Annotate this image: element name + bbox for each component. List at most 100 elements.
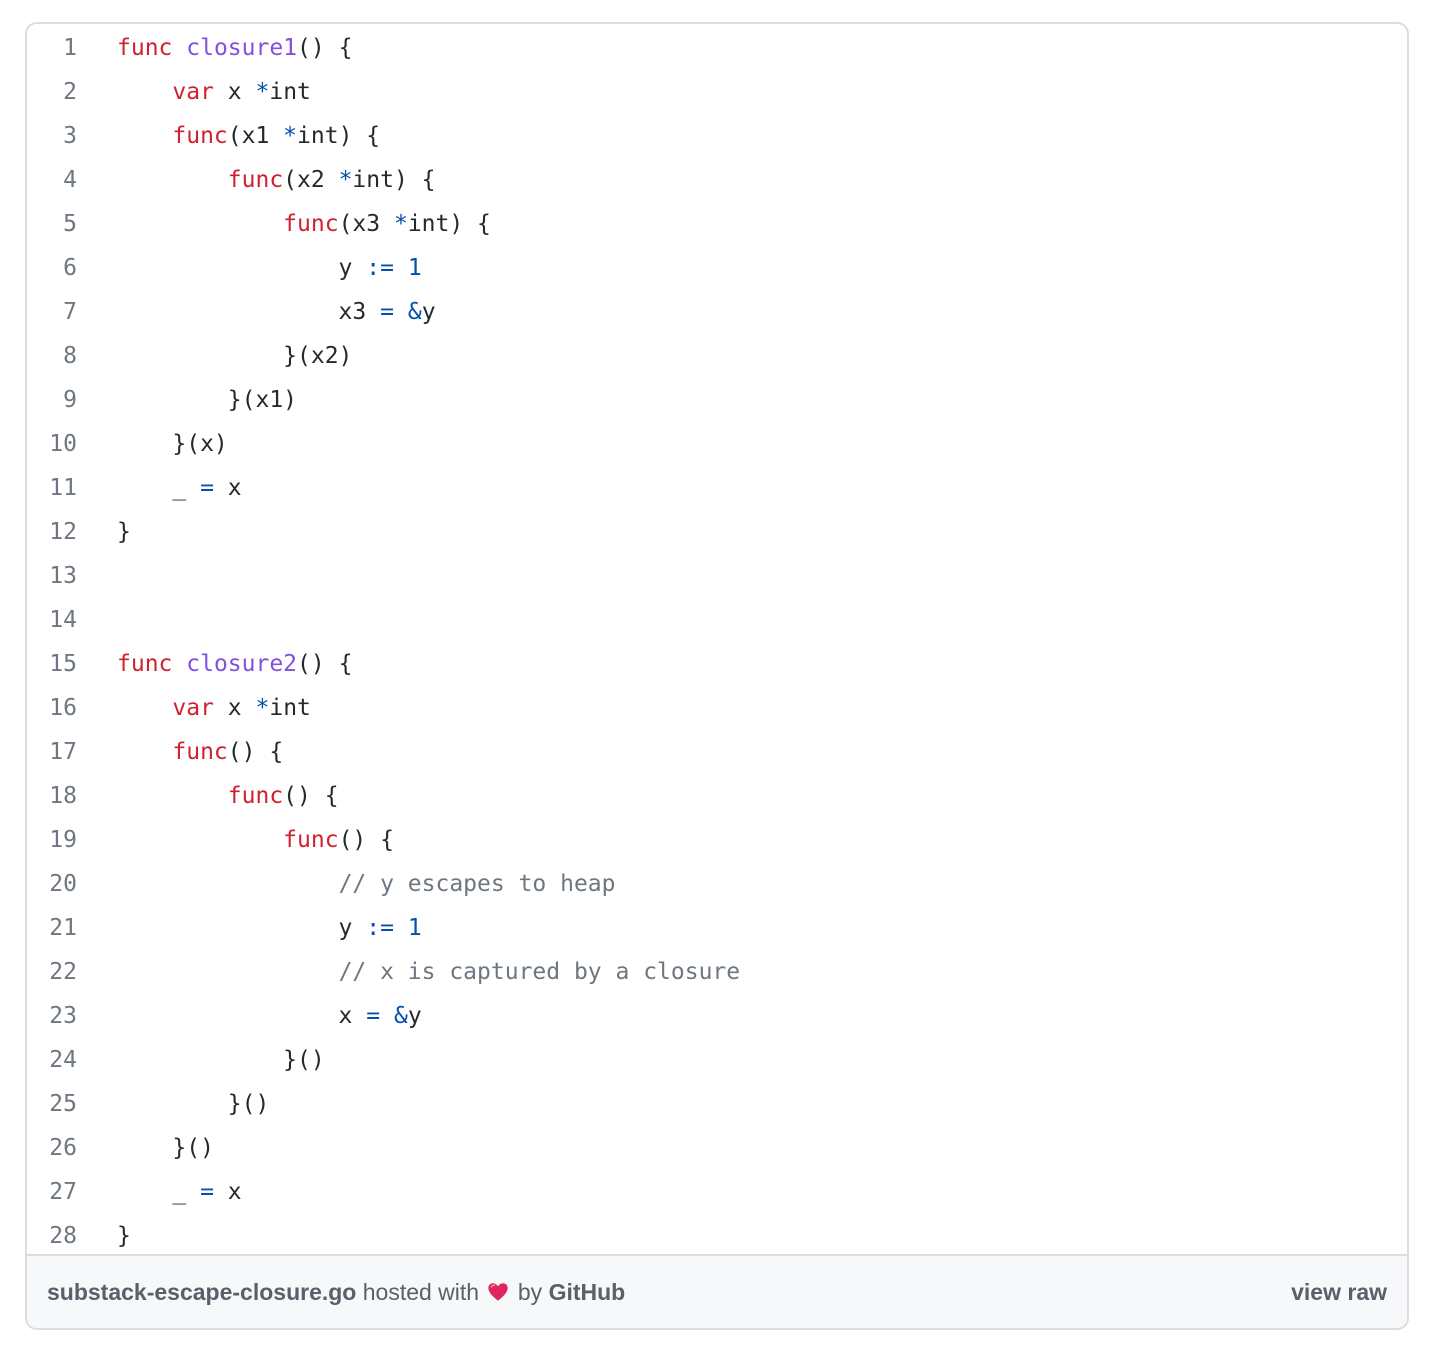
code-line: 27 _ = x [27, 1170, 1407, 1214]
line-number[interactable]: 25 [49, 1091, 77, 1117]
line-number[interactable]: 1 [63, 35, 77, 61]
line-number[interactable]: 13 [49, 563, 77, 589]
operator-token: 1 [407, 255, 422, 281]
code-token: }(x2) [117, 343, 353, 369]
operator-token: * [283, 123, 298, 149]
line-number[interactable]: 19 [49, 827, 77, 853]
code-line: 25 }() [27, 1082, 1407, 1126]
code-token: int [269, 79, 311, 105]
line-number[interactable]: 27 [49, 1179, 77, 1205]
code-token: }() [117, 1091, 270, 1117]
code-token: int) { [352, 167, 436, 193]
code-line: 17 func() { [27, 730, 1407, 774]
code-line: 23 x = &y [27, 994, 1407, 1038]
operator-token: * [338, 167, 353, 193]
code-token [172, 651, 186, 677]
operator-token: := [366, 915, 394, 941]
line-source: }(x1) [117, 378, 297, 422]
line-source: } [117, 1214, 131, 1258]
operator-token: = [366, 1003, 381, 1029]
gist-meta-bar: substack-escape-closure.go hosted with b… [27, 1254, 1407, 1328]
github-link[interactable]: GitHub [548, 1279, 626, 1305]
line-number[interactable]: 14 [49, 607, 77, 633]
line-number[interactable]: 24 [49, 1047, 77, 1073]
code-token: (x3 [338, 211, 394, 237]
line-source: func closure2() { [117, 642, 352, 686]
line-number[interactable]: 8 [63, 343, 77, 369]
line-number[interactable]: 7 [63, 299, 77, 325]
line-number[interactable]: 22 [49, 959, 77, 985]
line-source: }(x2) [117, 334, 352, 378]
line-source: x = &y [117, 994, 422, 1038]
code-line: 16 var x *int [27, 686, 1407, 730]
line-source: func(x3 *int) { [117, 202, 491, 246]
line-number[interactable]: 21 [49, 915, 77, 941]
line-number[interactable]: 5 [63, 211, 77, 237]
code-token: int [269, 695, 311, 721]
keyword-token: func [172, 123, 228, 149]
gist-filename-link[interactable]: substack-escape-closure.go [47, 1279, 357, 1305]
code-token: x3 [117, 299, 381, 325]
code-line: 3 func(x1 *int) { [27, 114, 1407, 158]
line-source: func closure1() { [117, 26, 352, 70]
code-token: y [407, 1003, 422, 1029]
line-number[interactable]: 15 [49, 651, 77, 677]
code-line: 26 }() [27, 1126, 1407, 1170]
code-token: () { [227, 739, 284, 765]
code-line: 15 func closure2() { [27, 642, 1407, 686]
line-source: var x *int [117, 686, 311, 730]
line-source: x3 = &y [117, 290, 436, 334]
keyword-token: var [172, 79, 214, 105]
line-number[interactable]: 28 [49, 1223, 77, 1249]
keyword-token: func [117, 35, 173, 61]
keyword-token: func [117, 651, 173, 677]
line-number[interactable]: 6 [63, 255, 77, 281]
code-token: x [117, 1003, 367, 1029]
line-source: }(x) [117, 422, 227, 466]
operator-token: = [200, 1179, 214, 1205]
view-raw-link[interactable]: view raw [1291, 1279, 1387, 1305]
line-number[interactable]: 18 [49, 783, 77, 809]
code-token: } [117, 519, 131, 545]
line-number[interactable]: 26 [49, 1135, 77, 1161]
code-line: 14 [27, 598, 1407, 642]
code-token: }(x1) [117, 387, 298, 413]
line-number[interactable]: 11 [49, 475, 77, 501]
line-number[interactable]: 9 [63, 387, 77, 413]
line-number[interactable]: 16 [49, 695, 77, 721]
line-source: y := 1 [117, 906, 422, 950]
line-number[interactable]: 17 [49, 739, 77, 765]
keyword-token: func [172, 739, 228, 765]
code-token: }() [117, 1135, 214, 1161]
code-token [117, 79, 172, 105]
code-line: 28} [27, 1214, 1407, 1258]
line-number[interactable]: 4 [63, 167, 77, 193]
operator-token: = [380, 299, 394, 325]
by-text: by [517, 1279, 543, 1305]
line-number[interactable]: 23 [49, 1003, 77, 1029]
line-number[interactable]: 2 [63, 79, 77, 105]
code-token: () { [283, 783, 339, 809]
code-line: 19 func() { [27, 818, 1407, 862]
code-token [117, 739, 172, 765]
code-token [394, 915, 408, 941]
code-token [380, 1003, 394, 1029]
code-token: } [117, 1223, 131, 1249]
line-number[interactable]: 20 [49, 871, 77, 897]
code-token: int) { [407, 211, 491, 237]
code-token [117, 167, 228, 193]
operator-token: * [255, 695, 270, 721]
keyword-token: func [227, 167, 284, 193]
line-number[interactable]: 3 [63, 123, 77, 149]
line-source: y := 1 [117, 246, 422, 290]
code-token [117, 871, 339, 897]
code-token [394, 299, 408, 325]
heart-icon [488, 1283, 509, 1301]
code-line: 18 func() { [27, 774, 1407, 818]
code-line: 13 [27, 554, 1407, 598]
line-number[interactable]: 10 [49, 431, 77, 457]
line-source: _ = x [117, 466, 241, 510]
line-number[interactable]: 12 [49, 519, 77, 545]
